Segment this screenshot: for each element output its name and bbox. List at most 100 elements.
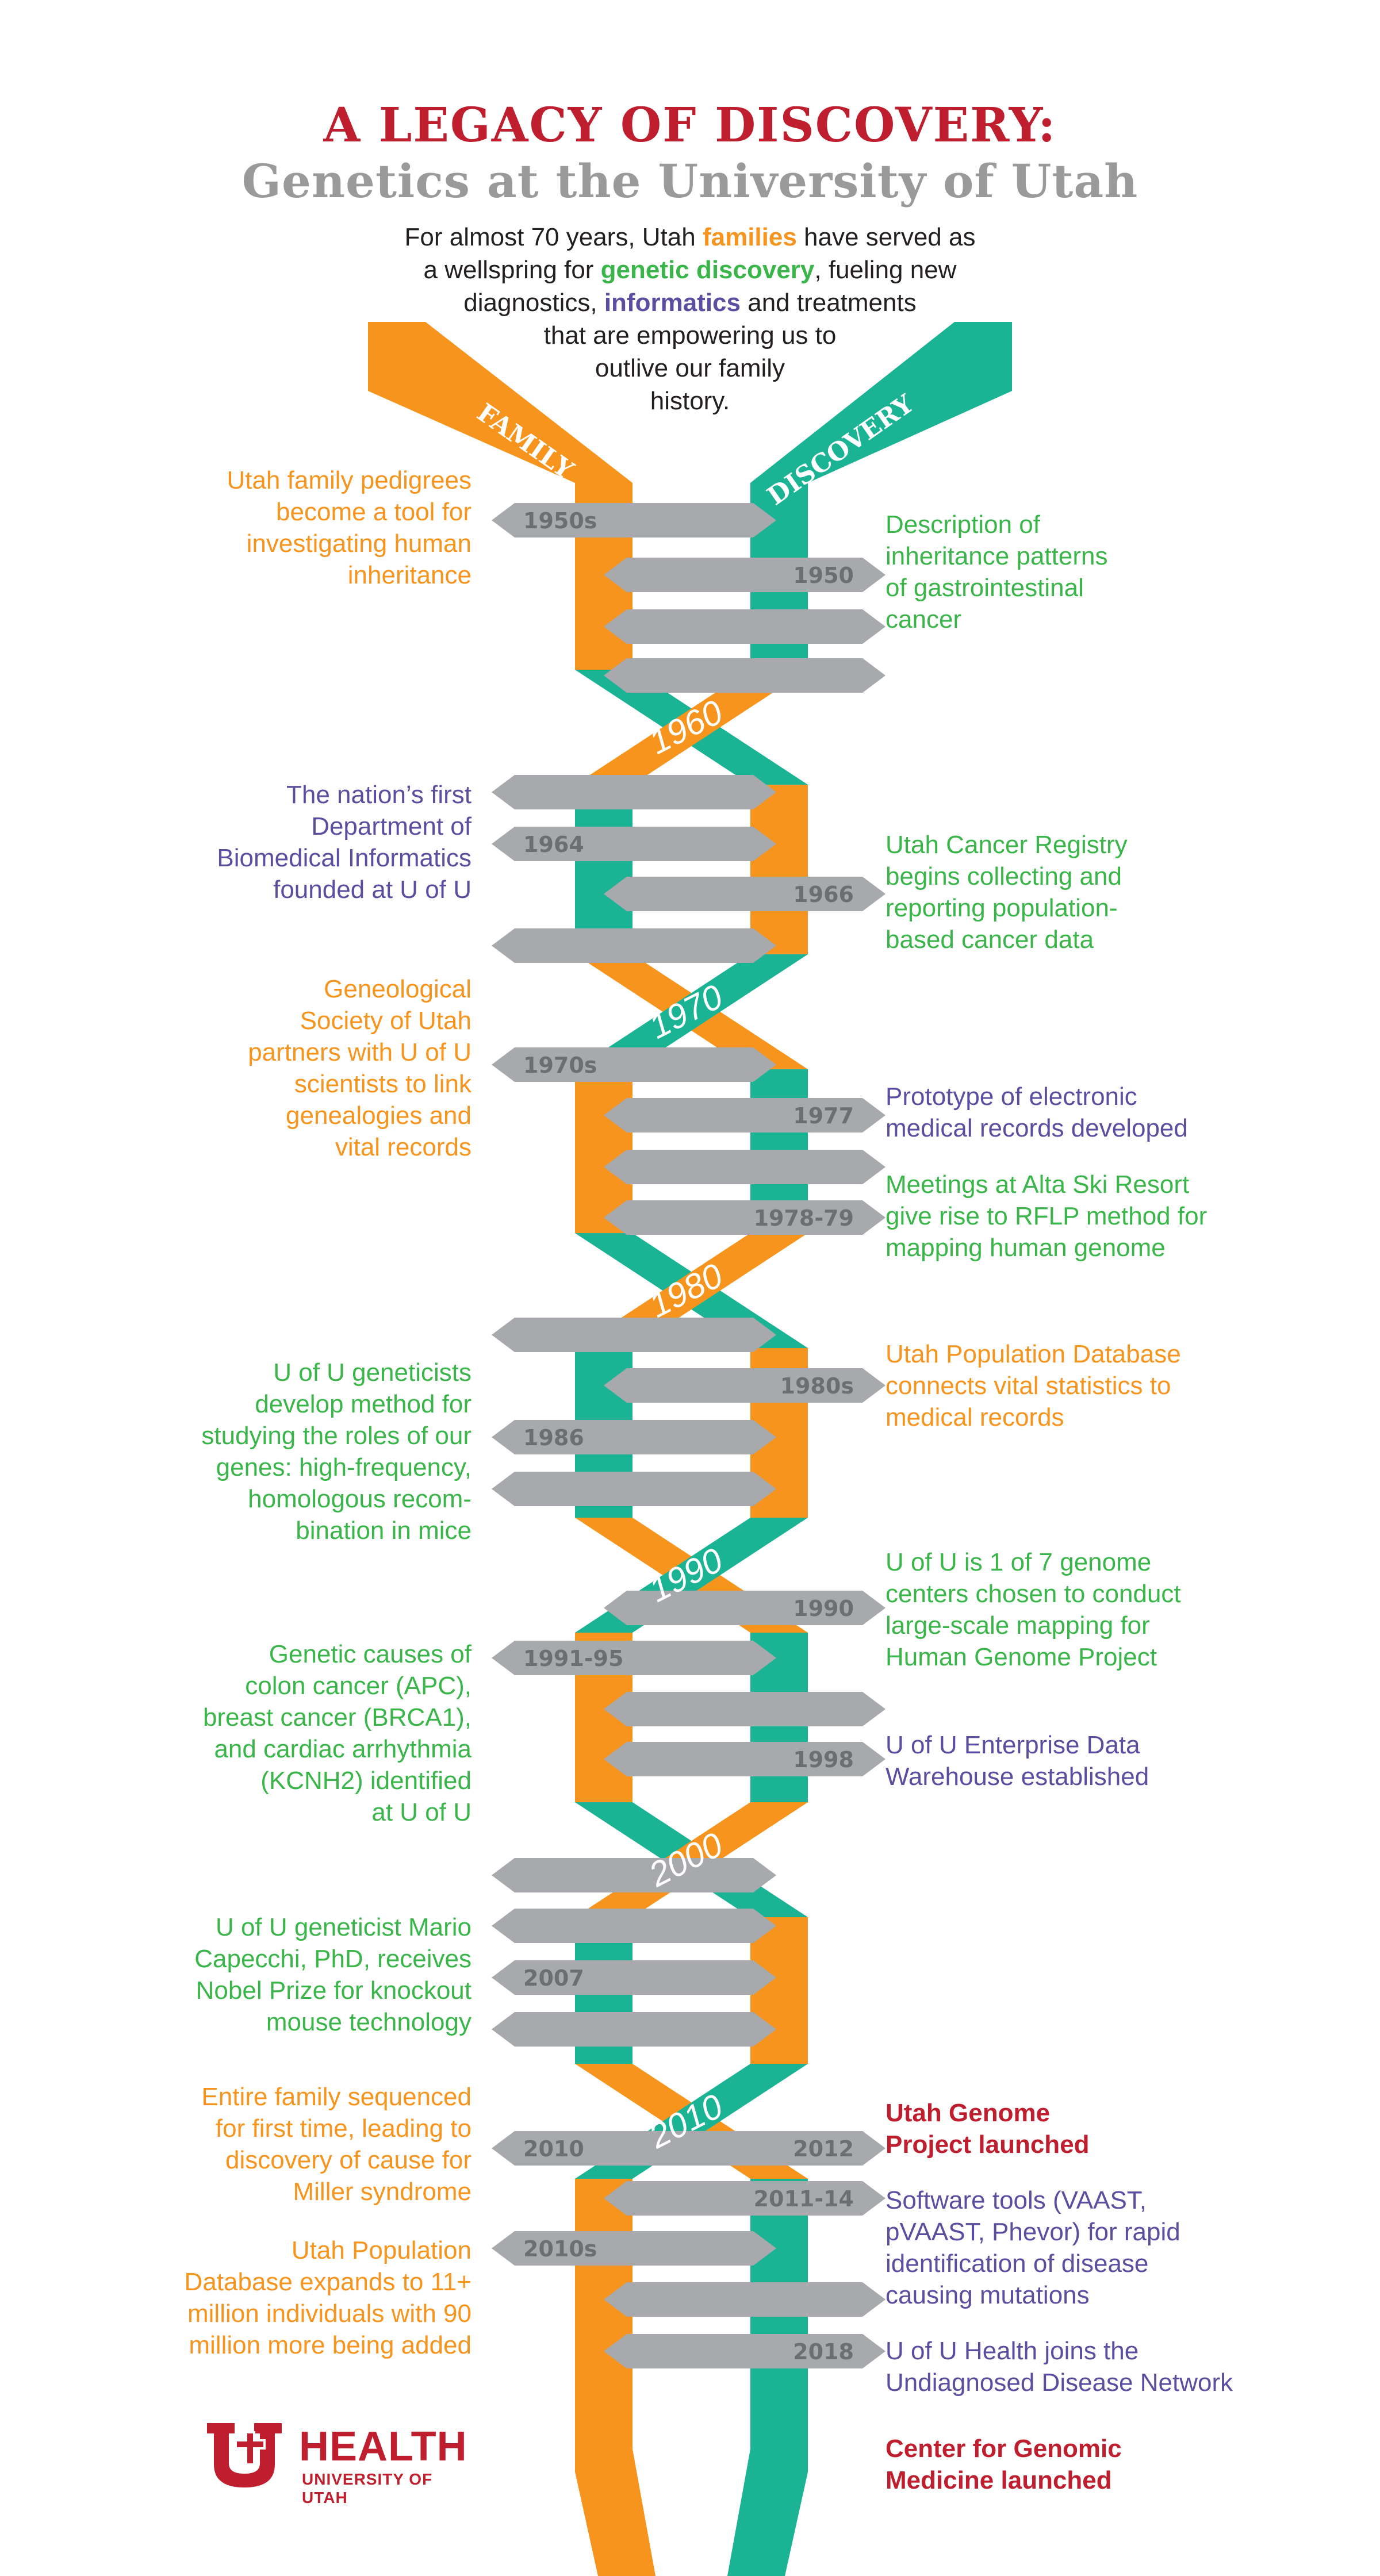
event-line: at U of U (371, 1798, 471, 1826)
rung-year-label: 1986 (523, 1425, 584, 1450)
event-line: reporting population- (885, 894, 1118, 922)
rung-year-label: 1978-79 (754, 1206, 854, 1231)
rung-arrow (604, 1200, 885, 1235)
rung-arrow (604, 1742, 885, 1776)
event-line: inheritance (347, 561, 471, 589)
event-line: Miller syndrome (293, 2178, 471, 2206)
event-line: U of U geneticist Mario (215, 1913, 471, 1941)
strand-segment (727, 2179, 808, 2576)
event-line: Center for Genomic (885, 2435, 1122, 2463)
rung-arrow (604, 877, 885, 911)
rung-arrow (492, 2131, 885, 2166)
rung-arrow (492, 827, 776, 861)
event-line: scientists to link (294, 1070, 471, 1098)
event-line: million more being added (189, 2331, 471, 2359)
rung-year-label: 1964 (523, 832, 584, 857)
event-line: begins collecting and (885, 862, 1122, 890)
event-line: bination in mice (296, 1517, 471, 1545)
event-line: Utah Population Database (885, 1340, 1181, 1368)
helix-rungs: 1950s1950196419661970s19771978-791980s19… (492, 503, 885, 2368)
event-line: Database expands to 11+ (184, 2268, 471, 2296)
event-family-pedigrees: Utah family pedigrees become a tool for in… (103, 464, 471, 591)
strand-segment (575, 2179, 656, 2576)
rung-year-label: 1990 (793, 1596, 854, 1621)
intro-text: , fueling new (814, 256, 957, 284)
rung-arrow (604, 558, 885, 592)
rung-arrow (604, 1150, 885, 1184)
rung-arrow (604, 2334, 885, 2368)
intro-text: have served as (796, 223, 976, 251)
rung-arrow (604, 609, 885, 644)
rung-arrow (604, 1098, 885, 1132)
event-line: studying the roles of our (201, 1422, 471, 1450)
event-line: genes: high-frequency, (216, 1453, 471, 1481)
event-line: breast cancer (BRCA1), (202, 1703, 471, 1732)
intro-text: a wellspring for (423, 256, 601, 284)
discovery-strand-top (750, 322, 1012, 506)
event-software-tools: Software tools (VAAST,pVAAST, Phevor) fo… (885, 2185, 1322, 2311)
strand-segment (750, 785, 808, 954)
rung-year-label: 1980s (780, 1373, 854, 1399)
event-line: identification of disease (885, 2249, 1149, 2278)
event-line: Human Genome Project (885, 1643, 1157, 1671)
event-line: U of U Health joins the (885, 2337, 1139, 2365)
intro-text: diagnostics, (463, 289, 604, 317)
event-cancer-registry: Utah Cancer Registry begins collecting an… (885, 829, 1322, 955)
logo-health-text: HEALTH (299, 2424, 467, 2470)
rung-year-label: 2007 (523, 1965, 584, 1991)
rung-year-label: 1950s (523, 508, 597, 533)
event-line: U of U Enterprise Data (885, 1731, 1140, 1759)
event-line: centers chosen to conduct (885, 1580, 1181, 1608)
intro-highlight-families: families (702, 223, 797, 251)
rung-arrow (492, 2012, 776, 2047)
rung-arrow (492, 1047, 776, 1082)
intro-highlight-informatics: informatics (604, 289, 741, 317)
strand-segment (575, 785, 632, 954)
intro-text: outlive our family (595, 354, 785, 382)
event-line: develop method for (255, 1390, 471, 1418)
event-line: Geneological (324, 975, 471, 1003)
intro-text: and treatments (741, 289, 917, 317)
rung-year-label: 2011-14 (754, 2186, 854, 2212)
logo-university-text: UNIVERSITY OF UTAH (302, 2470, 433, 2506)
rung-arrow (492, 503, 776, 538)
rung-arrow (492, 1420, 776, 1454)
event-line: Utah family pedigrees (227, 466, 471, 494)
page-subtitle: Genetics at the University of Utah (241, 154, 1138, 208)
intro-highlight-genetic-discovery: genetic discovery (600, 256, 815, 284)
event-line: and cardiac arrhythmia (214, 1735, 471, 1763)
block-u-logo-icon (207, 2423, 282, 2487)
rung-year-label: 1991-95 (523, 1646, 623, 1671)
event-line: mouse technology (266, 2008, 471, 2036)
intro-text: For almost 70 years, Utah (404, 223, 703, 251)
university-health-logo: HEALTH UNIVERSITY OF UTAH (201, 2417, 477, 2506)
rung-arrow (492, 1858, 776, 1892)
event-line: become a tool for (276, 498, 471, 526)
rung-arrow (604, 658, 885, 693)
event-line: homologous recom- (248, 1485, 471, 1513)
event-line: Undiagnosed Disease Network (885, 2368, 1233, 2397)
rung-arrow (604, 1692, 885, 1726)
rung-arrow (492, 1472, 776, 1506)
strand-crossing (575, 670, 808, 785)
event-line: for first time, leading to (215, 2114, 471, 2143)
rung-arrow (492, 1641, 776, 1675)
rung-year-label: 1950 (793, 563, 854, 588)
event-line: The nation’s first (286, 781, 471, 809)
rung-arrow (492, 775, 776, 809)
event-line: U of U is 1 of 7 genome (885, 1548, 1152, 1576)
rung-year-label: 2010 (523, 2136, 584, 2162)
intro-paragraph: For almost 70 years, Utah families have … (356, 221, 1023, 417)
event-line: investigating human (246, 529, 471, 558)
event-line: large-scale mapping for (885, 1611, 1150, 1640)
event-line: colon cancer (APC), (245, 1672, 471, 1700)
event-line: Utah Cancer Registry (885, 831, 1128, 859)
